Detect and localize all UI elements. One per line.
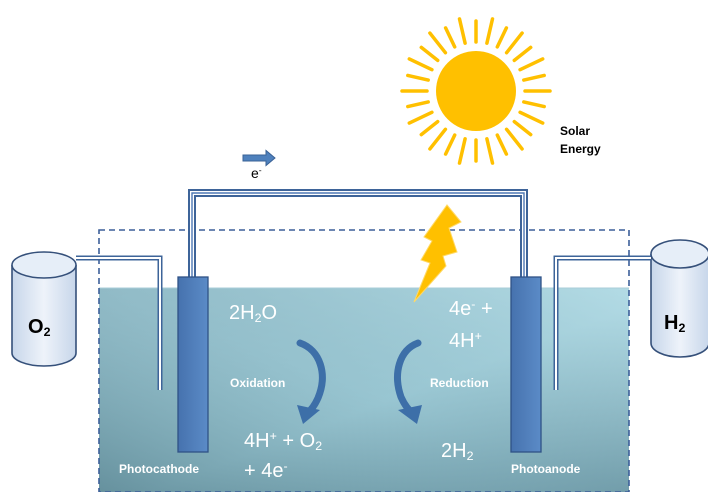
sun-ray <box>406 100 430 109</box>
products1-b: + O <box>276 429 316 452</box>
o2-sub: 2 <box>43 325 51 340</box>
photoanode-label: Photoanode <box>511 462 581 476</box>
sun-ray <box>485 17 495 45</box>
sun-ray <box>428 127 448 151</box>
sun-ray <box>522 100 546 109</box>
external-circuit-wire <box>188 189 528 282</box>
electron-label: e- <box>251 165 262 181</box>
water-a: 2H <box>229 302 255 324</box>
hydrogen-a: 2H <box>441 440 467 462</box>
sun-ray <box>406 73 430 82</box>
h2-base: H <box>664 312 679 334</box>
products2-a: + 4e <box>244 459 284 482</box>
hydrogen-tank <box>650 239 708 358</box>
sun-ray <box>419 45 440 63</box>
arrow-right-icon <box>242 149 276 167</box>
reduction-curved-arrow <box>394 339 422 424</box>
sun-ray <box>428 31 448 55</box>
products1-sub: 2 <box>315 438 323 453</box>
sun-ray <box>512 45 533 63</box>
reactants2-sup: + <box>474 329 482 343</box>
water-sub: 2 <box>254 311 262 326</box>
sun-ray <box>443 133 457 156</box>
oxidation-label: Oxidation <box>230 376 286 390</box>
reactants-line1: 4e- + <box>449 297 493 321</box>
solar-energy-label: Solar Energy <box>560 122 601 158</box>
sun-ray <box>443 26 457 49</box>
oxygen-tank-label: O2 <box>28 316 50 339</box>
products-line2: + 4e- <box>244 459 288 483</box>
products1-sup: + <box>269 429 277 443</box>
hydrogen-sub: 2 <box>466 449 474 464</box>
hydrogen-tank-label: H2 <box>664 312 685 335</box>
reactants1-sup: - <box>471 297 476 311</box>
photocathode-electrode <box>177 276 209 453</box>
reactants-line2: 4H+ <box>449 329 482 353</box>
sun-ray <box>522 73 546 82</box>
sun-icon <box>400 17 552 165</box>
photoanode-electrode <box>510 276 542 453</box>
photocathode-label: Photocathode <box>119 462 199 476</box>
oxidation-curved-arrow <box>296 339 326 424</box>
sun-ray <box>495 26 509 49</box>
sun-ray <box>518 110 545 125</box>
h2-sub: 2 <box>678 321 686 336</box>
solar-label-line2: Energy <box>560 142 601 156</box>
sun-ray <box>457 17 467 45</box>
electron-symbol: e <box>251 165 259 181</box>
water-b: O <box>261 302 278 324</box>
o2-base: O <box>28 316 44 338</box>
sun-ray <box>504 127 524 151</box>
sun-ray <box>419 119 440 137</box>
sun-ray <box>485 137 495 165</box>
sun-ray <box>457 137 467 165</box>
sun-ray <box>504 31 524 55</box>
products2-sup: - <box>283 459 288 473</box>
sun-ray <box>495 133 509 156</box>
oxygen-tank <box>11 251 77 367</box>
products1-a: 4H <box>244 429 270 452</box>
reactants2-a: 4H <box>449 329 475 352</box>
hydrogen-equation: 2H2 <box>441 440 473 463</box>
water-equation: 2H2O <box>229 302 277 325</box>
reactants1-a: 4e <box>449 297 472 320</box>
cell-container-outline <box>98 229 630 493</box>
sun-ray <box>407 110 434 125</box>
reactants1-b: + <box>475 297 493 320</box>
sun-ray <box>518 57 545 72</box>
reduction-label: Reduction <box>430 376 489 390</box>
solar-label-line1: Solar <box>560 124 591 138</box>
products-line1: 4H+ + O2 <box>244 429 322 453</box>
sun-ray <box>512 119 533 137</box>
lightning-bolt-icon <box>413 204 462 303</box>
electron-charge: - <box>258 165 262 176</box>
sun-ray <box>407 57 434 72</box>
